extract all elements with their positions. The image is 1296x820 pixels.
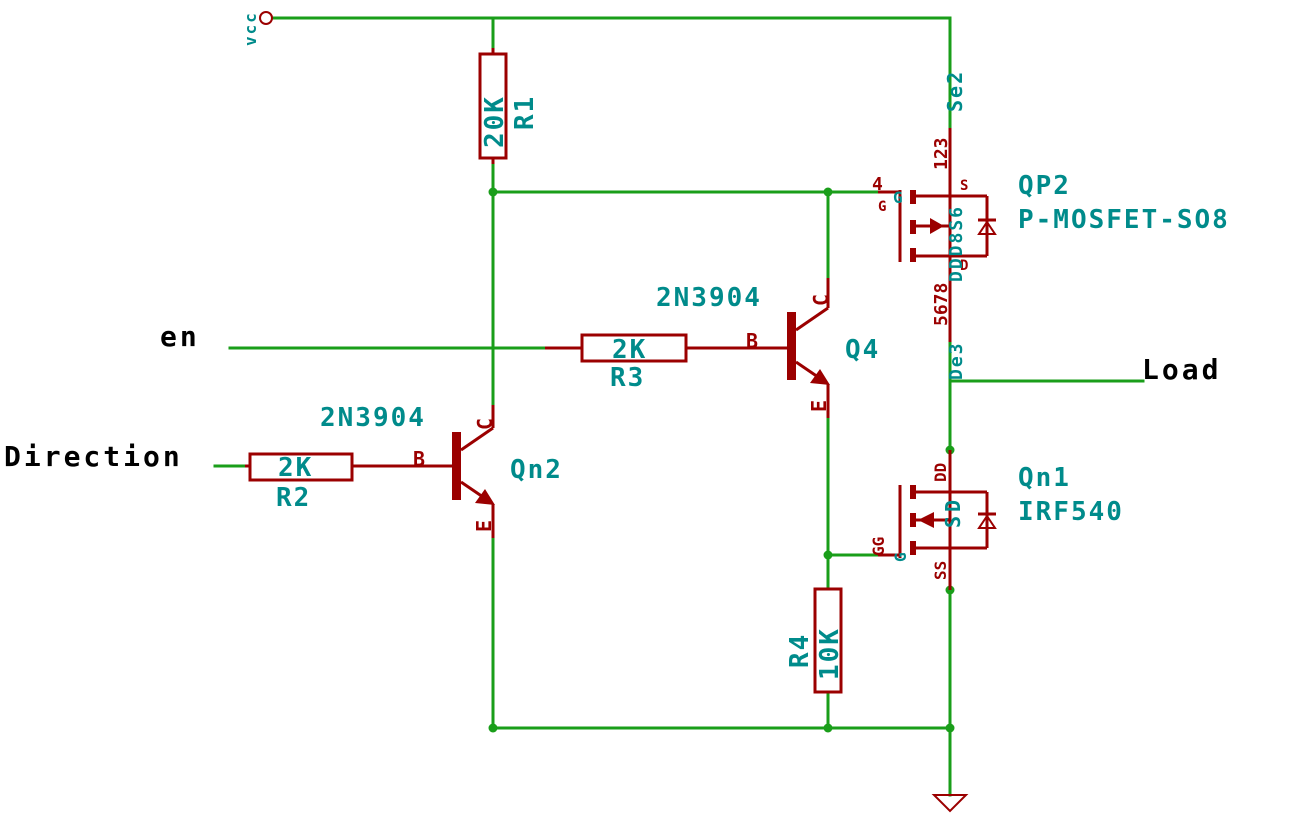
- qn2-pin-c: C: [473, 418, 497, 430]
- qn1-value: IRF540: [1018, 497, 1124, 527]
- qp2-overlap: DDD8S6: [946, 205, 967, 282]
- qn1-pin-g2: G: [891, 550, 910, 562]
- mosfet-qp2: [878, 128, 997, 342]
- qn1-pin-g: GG: [869, 537, 888, 556]
- qn1-pin-d2: D: [941, 498, 965, 512]
- qn2-value: 2N3904: [320, 403, 426, 433]
- qn1-ref: Qn1: [1018, 463, 1071, 493]
- r2-value: 2K: [278, 453, 313, 483]
- qn1-pin-d: DD: [931, 463, 950, 482]
- transistor-qn2: [452, 405, 495, 538]
- resistor-r1: [478, 48, 508, 164]
- wires: [213, 16, 1145, 797]
- r3-value: 2K: [612, 335, 647, 365]
- qp2-pin-g-outer: G: [878, 199, 886, 215]
- resistor-r4: [813, 587, 843, 694]
- q4-pin-b: B: [746, 329, 758, 353]
- qn2-ref: Qn2: [510, 455, 563, 485]
- resistor-r3: [545, 333, 793, 363]
- r2-ref: R2: [276, 483, 311, 513]
- qn2-pin-b: B: [413, 447, 425, 471]
- ground-symbol: [931, 794, 969, 813]
- r1-ref: R1: [510, 95, 540, 130]
- qp2-pins-source: 123: [931, 137, 952, 170]
- resistor-r2: [245, 452, 460, 482]
- junctions: [488, 187, 955, 733]
- qn2-pin-e: E: [472, 520, 496, 532]
- qp2-pin-d: D: [960, 258, 968, 274]
- q4-ref: Q4: [845, 335, 880, 365]
- q4-pin-e: E: [807, 400, 831, 412]
- mosfet-qn1: [878, 450, 997, 590]
- qp2-pin-g: G: [893, 188, 905, 207]
- vcc-supply-symbol: [259, 11, 273, 25]
- vcc-label: vcc: [241, 11, 260, 46]
- net-label-load: Load: [1142, 353, 1221, 386]
- r4-value: 10K: [815, 627, 845, 680]
- transistor-q4: [787, 278, 830, 418]
- qn1-pin-s: SS: [931, 561, 950, 580]
- qp2-net-bottom: De3: [946, 341, 967, 380]
- qp2-pin-s: S: [960, 178, 968, 194]
- qp2-net-top: Se2: [943, 70, 967, 112]
- q4-pin-c: C: [809, 294, 833, 306]
- net-label-en: en: [160, 320, 200, 353]
- qn1-pin-sd: S: [941, 514, 965, 528]
- r4-ref: R4: [785, 633, 815, 668]
- qp2-ref: QP2: [1018, 171, 1071, 201]
- qp2-pin-4: 4: [872, 174, 883, 195]
- r3-ref: R3: [610, 363, 645, 393]
- net-label-direction: Direction: [4, 440, 183, 473]
- qp2-pins-drain: 5678: [931, 283, 952, 326]
- qp2-value: P-MOSFET-SO8: [1018, 205, 1230, 235]
- q4-value: 2N3904: [656, 283, 762, 313]
- r1-value: 20K: [480, 95, 510, 148]
